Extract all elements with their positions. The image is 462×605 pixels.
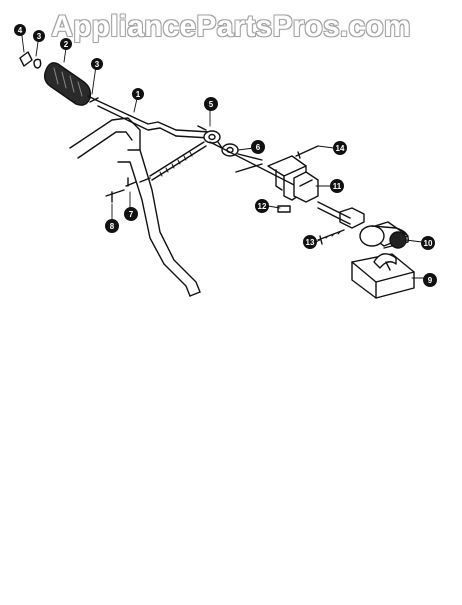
callout-7: 7 bbox=[124, 207, 138, 221]
callout-3-top: 3 bbox=[33, 30, 45, 42]
callout-9: 9 bbox=[423, 273, 437, 287]
fasteners-7-8 bbox=[105, 177, 137, 203]
handle-frame bbox=[69, 117, 201, 297]
mount-block-9 bbox=[351, 253, 415, 299]
callout-5: 5 bbox=[204, 97, 218, 111]
callout-14: 14 bbox=[333, 141, 347, 155]
mounting-bracket bbox=[267, 155, 319, 203]
grip bbox=[43, 62, 92, 106]
callout-markers: 4 3 2 3 1 5 6 14 11 12 8 7 13 10 9 bbox=[14, 24, 437, 287]
callout-12: 12 bbox=[255, 199, 269, 213]
callout-1: 1 bbox=[132, 88, 144, 100]
svg-text:8: 8 bbox=[110, 222, 115, 231]
svg-text:6: 6 bbox=[256, 143, 261, 152]
callout-2: 2 bbox=[60, 38, 72, 50]
callout-8: 8 bbox=[105, 219, 119, 233]
svg-text:10: 10 bbox=[424, 239, 433, 248]
cylinder-10 bbox=[359, 221, 409, 249]
screw-12 bbox=[277, 205, 291, 213]
svg-text:5: 5 bbox=[209, 100, 214, 109]
rod-end-bracket bbox=[197, 125, 223, 149]
bolt-14 bbox=[295, 145, 319, 159]
svg-text:3: 3 bbox=[37, 32, 42, 41]
svg-text:2: 2 bbox=[64, 40, 69, 49]
svg-text:4: 4 bbox=[18, 26, 23, 35]
watermark-text: AppliancePartsPros.com bbox=[51, 10, 411, 43]
svg-text:7: 7 bbox=[129, 210, 134, 219]
svg-text:12: 12 bbox=[258, 202, 267, 211]
screw-13 bbox=[317, 229, 345, 245]
svg-text:14: 14 bbox=[336, 144, 345, 153]
pivot-shaft bbox=[317, 201, 365, 229]
svg-text:13: 13 bbox=[306, 238, 315, 247]
svg-text:11: 11 bbox=[333, 182, 342, 191]
callout-11: 11 bbox=[330, 179, 344, 193]
callout-10: 10 bbox=[421, 236, 435, 250]
svg-text:1: 1 bbox=[136, 90, 141, 99]
svg-text:9: 9 bbox=[428, 276, 433, 285]
callout-4: 4 bbox=[14, 24, 26, 36]
callout-3: 3 bbox=[91, 58, 103, 70]
callout-13: 13 bbox=[303, 235, 317, 249]
cap-parts bbox=[19, 51, 99, 103]
threaded-rod bbox=[139, 141, 207, 183]
linkage-rod bbox=[209, 141, 301, 189]
svg-text:3: 3 bbox=[95, 60, 100, 69]
callout-6: 6 bbox=[251, 140, 265, 154]
shift-rod bbox=[95, 99, 211, 139]
